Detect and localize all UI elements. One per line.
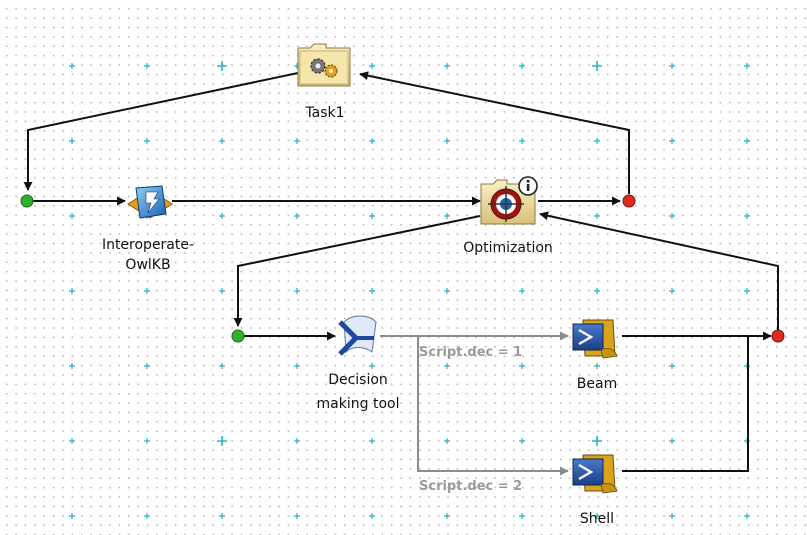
grid-plus-marker <box>669 438 675 444</box>
grid-plus-marker <box>444 513 450 519</box>
grid-markers <box>69 61 750 519</box>
grid-plus-marker <box>369 363 375 369</box>
grid-plus-marker <box>669 288 675 294</box>
grid-plus-marker <box>294 213 300 219</box>
interoperate-label-line1: Interoperate- <box>101 237 195 253</box>
grid-plus-marker <box>144 288 150 294</box>
flow-right-port-to-task1[interactable] <box>359 71 630 194</box>
task1-label: Task1 <box>305 105 345 121</box>
beam-label: Beam <box>576 376 618 392</box>
grid-plus-marker <box>144 63 150 69</box>
grid-plus-marker <box>69 138 75 144</box>
grid-plus-marker <box>444 363 450 369</box>
grid-plus-marker <box>592 436 602 446</box>
grid-plus-marker <box>744 288 750 294</box>
grid-plus-marker <box>69 63 75 69</box>
grid-plus-marker <box>294 288 300 294</box>
grid-plus-marker <box>519 513 525 519</box>
grid-plus-marker <box>369 288 375 294</box>
grid-plus-marker <box>669 213 675 219</box>
lightning-doc-icon[interactable] <box>127 185 173 219</box>
grid-plus-marker <box>369 438 375 444</box>
flow-task1-to-left-port[interactable] <box>23 72 299 191</box>
flow-optimization-to-inner-port[interactable] <box>233 215 481 327</box>
grid-plus-marker <box>669 63 675 69</box>
grid-plus-marker <box>69 213 75 219</box>
grid-plus-marker <box>219 138 225 144</box>
grid-plus-marker <box>594 363 600 369</box>
grid-plus-marker <box>217 436 227 446</box>
grid-plus-marker <box>369 63 375 69</box>
grid-plus-marker <box>519 438 525 444</box>
scroll-branch-icon[interactable] <box>338 315 377 356</box>
interoperate-label-line2: OwlKB <box>125 257 171 273</box>
grid-plus-marker <box>69 513 75 519</box>
grid-plus-marker <box>294 513 300 519</box>
grid-plus-marker <box>294 138 300 144</box>
grid-plus-marker <box>369 138 375 144</box>
grid-plus-marker <box>69 363 75 369</box>
flow-connectors <box>23 71 779 472</box>
grid-plus-marker <box>744 138 750 144</box>
grid-plus-marker <box>444 63 450 69</box>
gear-folder-icon[interactable] <box>297 43 351 87</box>
flow-shell-to-beam-line[interactable] <box>622 336 749 472</box>
grid-plus-marker <box>444 288 450 294</box>
grid-plus-marker <box>444 438 450 444</box>
grid-plus-marker <box>669 363 675 369</box>
decision-label-line2: making tool <box>316 396 400 412</box>
grid-plus-marker <box>594 138 600 144</box>
grid-plus-marker <box>744 213 750 219</box>
grid-plus-marker <box>369 213 375 219</box>
grid-plus-marker <box>519 63 525 69</box>
grid-plus-marker <box>669 138 675 144</box>
grid-plus-marker <box>519 138 525 144</box>
grid-plus-marker <box>219 213 225 219</box>
condition-label-beam: Script.dec = 1 <box>419 345 523 360</box>
grid-plus-marker <box>217 61 227 71</box>
grid-plus-marker <box>69 288 75 294</box>
flow-end-port-to-optimization[interactable] <box>539 211 779 330</box>
grid-plus-marker <box>519 363 525 369</box>
grid-plus-marker <box>519 288 525 294</box>
grid-plus-marker <box>744 513 750 519</box>
grid-plus-marker <box>144 363 150 369</box>
start-port-inner[interactable] <box>231 329 245 343</box>
grid-plus-marker <box>219 288 225 294</box>
grid-plus-marker <box>669 513 675 519</box>
grid-plus-marker <box>594 513 600 519</box>
condition-label-shell: Script.dec = 2 <box>419 479 523 494</box>
end-port-outer[interactable] <box>622 194 636 208</box>
decision-label-line1: Decision <box>328 372 388 388</box>
grid-plus-marker <box>144 513 150 519</box>
grid-plus-marker <box>144 138 150 144</box>
script-terminal-icon[interactable] <box>572 454 618 494</box>
grid-plus-marker <box>594 213 600 219</box>
conditional-flow-shell[interactable] <box>417 336 569 476</box>
grid-plus-marker <box>294 438 300 444</box>
end-port-inner[interactable] <box>771 329 785 343</box>
grid-plus-marker <box>592 61 602 71</box>
grid-plus-marker <box>444 138 450 144</box>
grid-plus-marker <box>369 513 375 519</box>
script-terminal-icon[interactable] <box>572 319 618 359</box>
grid-plus-marker <box>219 513 225 519</box>
grid-plus-marker <box>219 363 225 369</box>
optimization-label: Optimization <box>463 240 553 256</box>
grid-plus-marker <box>294 363 300 369</box>
grid-plus-marker <box>444 213 450 219</box>
grid-plus-marker <box>594 288 600 294</box>
grid-plus-marker <box>144 438 150 444</box>
start-port-outer[interactable] <box>20 194 34 208</box>
grid-plus-marker <box>744 63 750 69</box>
shell-label: Shell <box>579 511 615 527</box>
grid-plus-marker <box>69 438 75 444</box>
conditional-connectors <box>380 331 569 476</box>
target-info-icon[interactable] <box>480 176 538 225</box>
